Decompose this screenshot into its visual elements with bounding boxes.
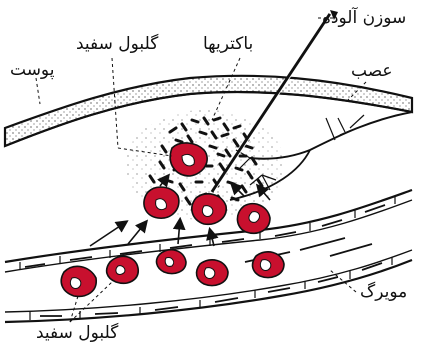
white-blood-cell xyxy=(107,256,139,283)
skin-label: پوست xyxy=(10,62,54,79)
white-blood-cell xyxy=(192,194,226,224)
white-blood-cell xyxy=(170,143,207,176)
bacteria-label: باکتریها xyxy=(203,36,253,53)
nerve-label: عصب xyxy=(351,63,393,80)
white-blood-cell xyxy=(253,252,284,278)
white-blood-cell xyxy=(61,266,96,296)
white-blood-cell xyxy=(197,260,228,286)
white-blood-cell xyxy=(157,250,186,274)
needle-label: سوزن آلوده xyxy=(322,10,406,27)
white-blood-cell xyxy=(237,204,270,234)
white-blood-cell-label-top: گلبول سفید xyxy=(76,36,158,53)
white-blood-cell xyxy=(144,187,179,218)
white-blood-cell-label-bottom: گلبول سفید xyxy=(36,325,118,342)
capillary-label: مویرگ xyxy=(360,284,407,301)
